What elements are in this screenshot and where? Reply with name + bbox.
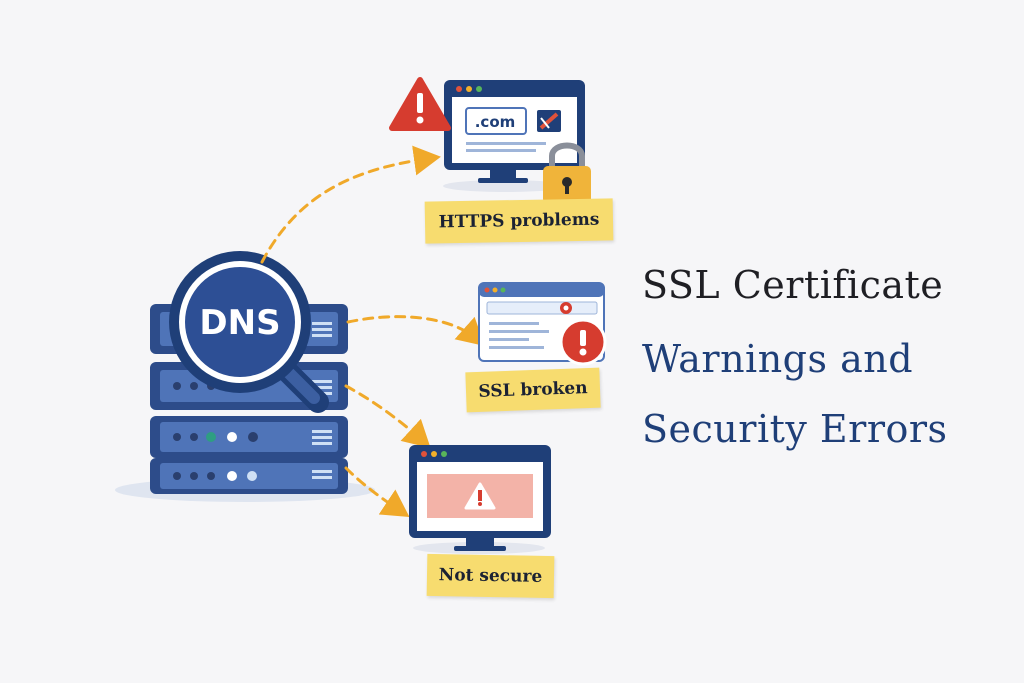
url-text: .com xyxy=(475,113,516,131)
dns-label: DNS xyxy=(199,303,280,343)
arrow-to-notsecure-a xyxy=(344,384,431,449)
label-text: SSL broken xyxy=(478,378,588,402)
label-text: Not secure xyxy=(438,565,543,587)
label-https-problems: HTTPS problems xyxy=(424,198,614,244)
arrow-to-notsecure-b xyxy=(344,466,410,517)
monitor-icon: .com xyxy=(443,80,585,192)
server-unit xyxy=(150,416,348,458)
label-text: HTTPS problems xyxy=(438,209,600,233)
label-not-secure: Not secure xyxy=(426,553,555,599)
arrow-to-ssl xyxy=(346,315,485,346)
connector-arrows xyxy=(260,145,485,517)
warning-circle-icon xyxy=(559,318,607,366)
headline-line-2: Warnings and xyxy=(642,337,914,381)
server-unit xyxy=(150,458,348,494)
label-ssl-broken: SSL broken xyxy=(465,367,601,413)
headline-line-3: Security Errors xyxy=(642,407,948,451)
arrow-to-https xyxy=(260,145,441,264)
magnifier-icon: DNS xyxy=(169,251,329,413)
headline-line-1: SSL Certificate xyxy=(642,263,944,307)
padlock-icon xyxy=(543,142,591,204)
monitor-icon xyxy=(409,445,551,554)
warning-triangle-icon xyxy=(389,77,451,131)
